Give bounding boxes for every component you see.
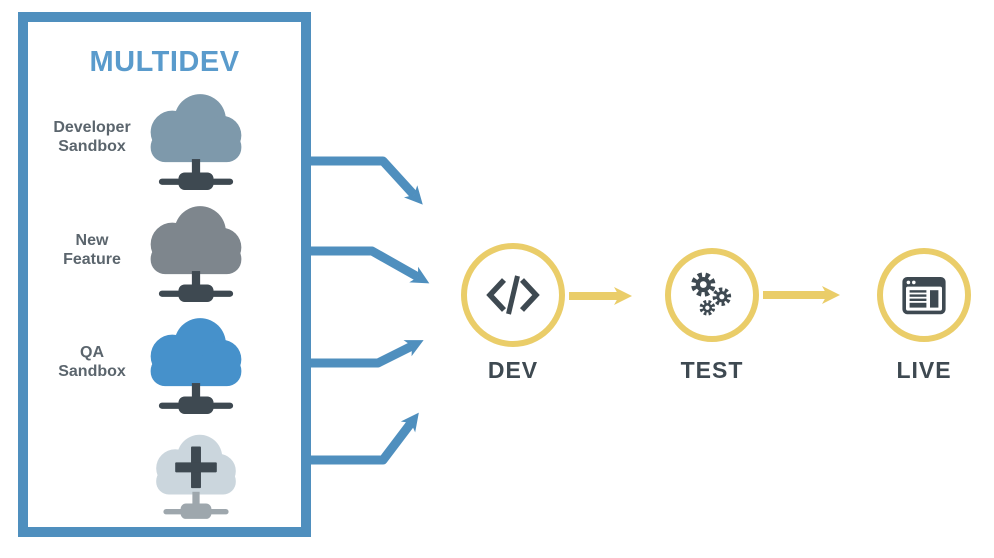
live-stage-circle (877, 248, 971, 342)
cloud-shape (150, 318, 242, 387)
sandbox-label-developer: Developer Sandbox (34, 118, 150, 156)
network-icon (163, 491, 229, 519)
cloud-shape (150, 206, 242, 275)
multidev-box: MULTIDEV Developer Sandbox New Feature (18, 12, 311, 537)
arrow-add-sandbox-to-dev (306, 412, 419, 465)
cloud-network-icon (150, 318, 242, 414)
dev-stage-circle (461, 243, 565, 347)
arrow-developer-sandbox-to-dev (306, 156, 423, 205)
cloud-shape (156, 434, 236, 495)
browser-content-lines (909, 290, 939, 308)
test-stage-circle (665, 248, 759, 342)
arrow-new-feature-to-dev (306, 246, 430, 284)
arrow-qa-sandbox-to-dev (306, 340, 424, 368)
dev-stage-label: DEV (487, 357, 539, 383)
sandbox-label-qa: QA Sandbox (34, 343, 150, 381)
sandbox-label-line1: New (75, 232, 109, 249)
network-icon (158, 271, 234, 302)
gear-small (699, 299, 716, 316)
plus-cloud-network-icon (156, 434, 236, 519)
browser-dot (906, 280, 911, 285)
gears-icon (691, 272, 732, 316)
code-icon (486, 275, 540, 315)
gear-large (691, 272, 716, 297)
live-stage-label: LIVE (896, 357, 952, 383)
multidev-title: MULTIDEV (89, 46, 240, 78)
cloud-network-icon (150, 206, 242, 302)
browser-icon (902, 277, 946, 315)
sandbox-label-line1: Developer (53, 119, 131, 136)
gear-medium (712, 287, 732, 307)
cloud-shape (150, 94, 242, 163)
sandbox-label-line2: Feature (63, 251, 121, 268)
cloud-network-icon (150, 94, 242, 190)
sandbox-label-line2: Sandbox (58, 138, 126, 155)
network-icon (158, 383, 234, 414)
plus-icon (175, 446, 217, 489)
network-icon (158, 159, 234, 190)
sandbox-label-line1: QA (80, 344, 104, 361)
browser-dot (912, 280, 916, 285)
sandbox-label-line2: Sandbox (58, 363, 126, 380)
sandbox-label-new-feature: New Feature (34, 231, 150, 269)
test-stage-label: TEST (680, 357, 744, 383)
